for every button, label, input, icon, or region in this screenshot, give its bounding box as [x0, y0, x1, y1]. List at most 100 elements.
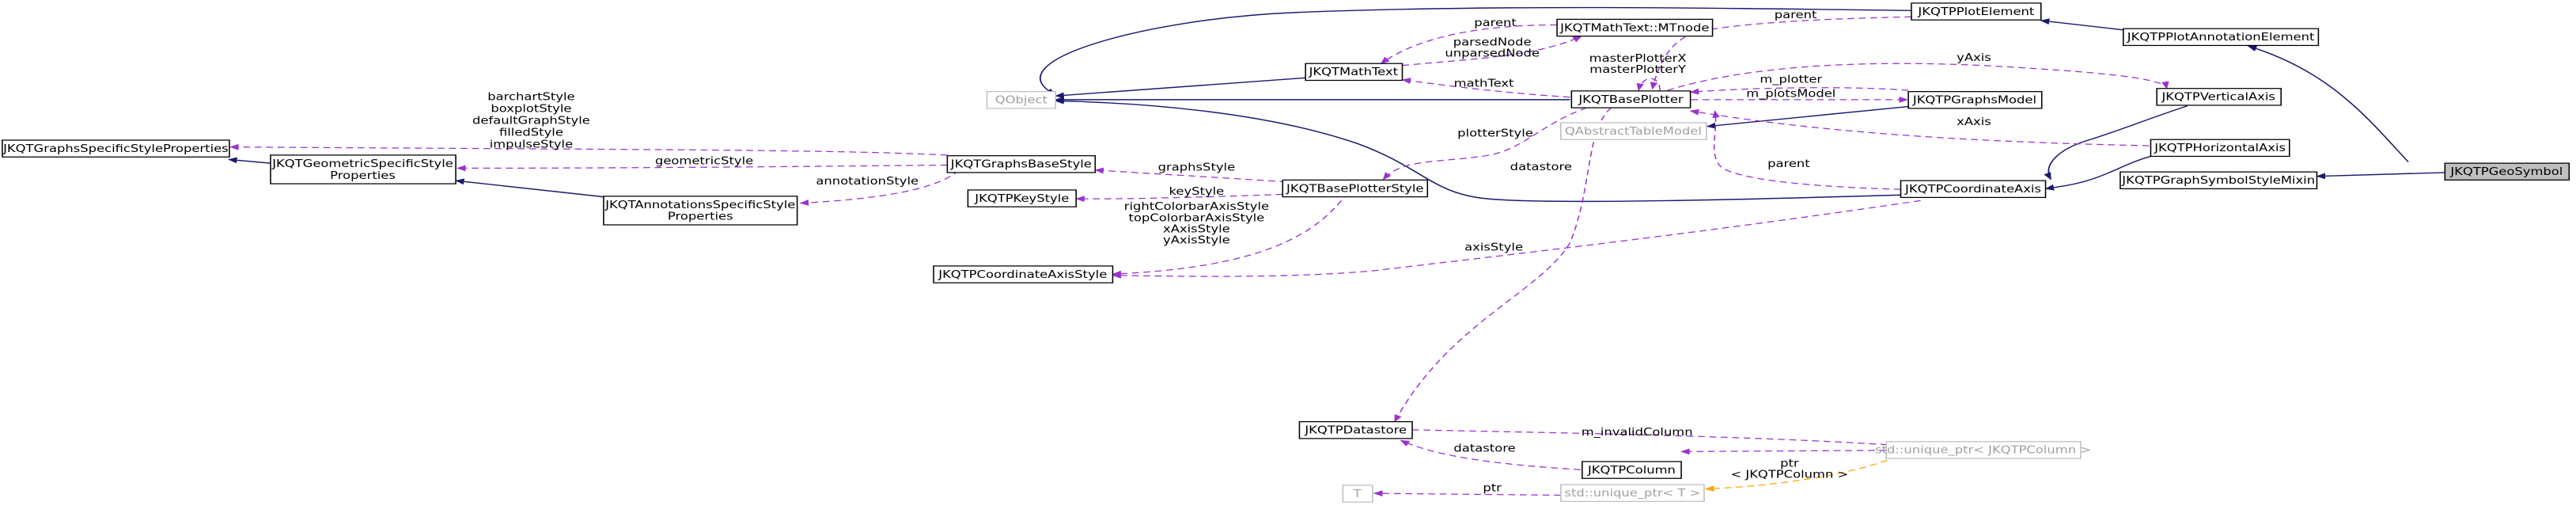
edge-label-defaultgraphstyle: defaultGraphStyle — [472, 114, 590, 127]
node-label: JKQTBasePlotterStyle — [1286, 182, 1424, 195]
node-graphs-specific-style-properties[interactable]: JKQTGraphsSpecificStyleProperties — [2, 139, 230, 158]
node-label: JKQTPColumn — [1587, 463, 1676, 476]
edge-coordinateaxis-to-qobject — [1055, 97, 1901, 203]
node-label: JKQTPPlotAnnotationElement — [2127, 31, 2315, 44]
node-label: JKQTPPlotElement — [1917, 5, 2034, 17]
node-plot-annotation-element[interactable]: JKQTPPlotAnnotationElement — [2123, 28, 2320, 47]
edge-label-xaxisstyle: xAxisStyle — [1163, 222, 1230, 235]
node-graph-symbol-style-mixin[interactable]: JKQTPGraphSymbolStyleMixin — [2120, 171, 2318, 190]
edge-geosymbol-to-annotationelement — [2247, 45, 2409, 162]
node-label: std::unique_ptr< JKQTPColumn > — [1875, 443, 2091, 456]
edge-mathtext-to-qobject — [1055, 77, 1306, 99]
edge-label-plotterstyle: plotterStyle — [1457, 127, 1533, 139]
node-label: QObject — [995, 93, 1047, 106]
edge-label-ptr: ptr — [1483, 481, 1502, 494]
edge-label-xaxis: xAxis — [1957, 116, 1991, 128]
node-label-line-2: Properties — [330, 169, 396, 181]
edge-yaxis — [1667, 63, 2169, 91]
node-base-plotter-style[interactable]: JKQTBasePlotterStyle — [1282, 179, 1429, 198]
edge-m-plotter — [1689, 87, 1909, 95]
node-label: JKQTGraphsBaseStyle — [950, 158, 1092, 170]
node-graphs-model[interactable]: JKQTPGraphsModel — [1907, 91, 2043, 109]
node-geometric-specific-style-properties[interactable]: JKQTGeometricSpecificStyle Properties — [270, 154, 456, 184]
node-qabstracttablemodel[interactable]: QAbstractTableModel — [1560, 122, 1707, 140]
edge-datastore-baseplotter — [1394, 107, 1612, 423]
edge-label-m-invalidcolumn: m_invalidColumn — [1582, 425, 1693, 438]
node-key-style[interactable]: JKQTPKeyStyle — [967, 189, 1077, 207]
node-label: std::unique_ptr< T > — [1564, 487, 1700, 500]
node-label: JKQTBasePlotter — [1578, 93, 1684, 105]
edge-geometric-to-graphsspecific — [228, 157, 271, 164]
edge-xaxis — [1689, 108, 2150, 146]
edge-label-ptr: ptr — [1780, 457, 1799, 469]
node-label: T — [1353, 487, 1362, 500]
node-annotations-specific-style-properties[interactable]: JKQTAnnotationsSpecificStyle Properties — [603, 196, 798, 226]
edge-plotelement-to-qobject — [1040, 6, 1912, 96]
edge-master-plotters-loop — [1636, 78, 1661, 91]
node-unique-ptr-t[interactable]: std::unique_ptr< T > — [1560, 484, 1705, 502]
edge-label-unparsednode: unparsedNode — [1445, 47, 1540, 59]
edge-label-topcolorbaraxisstyle: topColorbarAxisStyle — [1129, 211, 1265, 224]
node-qobject[interactable]: QObject — [986, 91, 1056, 109]
edge-label-keystyle: keyStyle — [1169, 185, 1225, 198]
edge-annotationstyle — [799, 169, 960, 206]
edge-geosymbol-to-symbolstylemixin — [2316, 172, 2445, 180]
edge-parent-plotelement-baseplotter — [1650, 16, 1912, 90]
edge-parsed-unparsed — [1402, 36, 1582, 67]
edge-label-parent: parent — [1474, 17, 1517, 29]
edge-graphsmodel-to-qabstracttablemodel — [1706, 105, 1909, 129]
node-label: QAbstractTableModel — [1565, 124, 1702, 137]
edge-mathtext-usage — [1401, 78, 1570, 98]
edge-label-parsednode: parsedNode — [1453, 36, 1532, 48]
node-label: JKQTPCoordinateAxisStyle — [938, 268, 1107, 280]
node-coordinate-axis[interactable]: JKQTPCoordinateAxis — [1900, 180, 2047, 199]
edge-label-barchartstyle: barchartStyle — [487, 90, 574, 103]
node-plot-element[interactable]: JKQTPPlotElement — [1911, 2, 2042, 21]
edge-label-rightcolorbaraxisstyle: rightColorbarAxisStyle — [1124, 200, 1269, 213]
edge-label-boxplotstyle: boxplotStyle — [491, 102, 571, 115]
edge-parent-coordinateaxis — [1712, 110, 1901, 190]
edge-label-annotationstyle: annotationStyle — [816, 174, 919, 187]
edge-label-filledstyle: filledStyle — [499, 126, 563, 139]
edge-label-masterplottery: masterPlotterY — [1589, 63, 1687, 76]
edge-verticalaxis-to-coordinateaxis — [2044, 105, 2188, 181]
edge-template-instance — [1704, 456, 1898, 492]
edge-parent-mtnode — [1380, 24, 1558, 64]
edge-ptr-t — [1373, 490, 1561, 497]
node-t[interactable]: T — [1342, 485, 1373, 503]
node-label-line-2: Properties — [668, 210, 733, 222]
node-datastore[interactable]: JKQTPDatastore — [1298, 420, 1413, 439]
edge-label-m-plotsmodel: m_plotsModel — [1746, 87, 1835, 100]
node-vertical-axis[interactable]: JKQTPVerticalAxis — [2156, 88, 2282, 106]
node-label-line-1: JKQTAnnotationsSpecificStyle — [604, 198, 795, 211]
edge-label-graphsstyle: graphsStyle — [1158, 161, 1236, 173]
edge-annotations-to-geometric — [455, 178, 604, 198]
edge-label-datastore: datastore — [1453, 442, 1515, 454]
node-mathtext-mtnode[interactable]: JKQTMathText::MTnode — [1556, 18, 1714, 37]
node-mathtext[interactable]: JKQTMathText — [1305, 63, 1404, 82]
node-unique-ptr-column[interactable]: std::unique_ptr< JKQTPColumn > — [1875, 441, 2091, 459]
node-column[interactable]: JKQTPColumn — [1582, 461, 1682, 479]
edge-plotterstyle — [1382, 107, 1587, 181]
node-horizontal-axis[interactable]: JKQTPHorizontalAxis — [2150, 139, 2290, 158]
edge-label-parent: parent — [1767, 157, 1810, 169]
node-label: JKQTPGraphsModel — [1912, 93, 2036, 106]
node-label: JKQTPGeoSymbol — [2449, 165, 2563, 178]
node-graphs-base-style[interactable]: JKQTGraphsBaseStyle — [946, 155, 1097, 173]
edge-ptr-column — [1680, 448, 1887, 455]
node-coordinate-axis-style[interactable]: JKQTPCoordinateAxisStyle — [933, 265, 1114, 283]
edge-label-yaxis: yAxis — [1957, 51, 1991, 64]
edge-m-invalidcolumn — [1412, 429, 1899, 448]
edge-label-datastore: datastore — [1510, 160, 1572, 173]
node-label: JKQTPGraphSymbolStyleMixin — [2121, 174, 2315, 187]
edge-label-masterplotterx: masterPlotterX — [1589, 51, 1687, 64]
node-base-plotter[interactable]: JKQTBasePlotter — [1570, 90, 1691, 108]
edge-horizontalaxis-to-coordinateaxis — [2044, 155, 2151, 191]
node-label: JKQTMathText — [1309, 66, 1399, 78]
edge-label-impulsestyle: impulseStyle — [490, 138, 573, 150]
edge-label-yaxisstyle: yAxisStyle — [1163, 234, 1230, 246]
node-geo-symbol[interactable]: JKQTPGeoSymbol — [2444, 162, 2570, 181]
node-label: JKQTMathText::MTnode — [1559, 21, 1710, 34]
edge-label-axisstyle: axisStyle — [1464, 241, 1523, 253]
